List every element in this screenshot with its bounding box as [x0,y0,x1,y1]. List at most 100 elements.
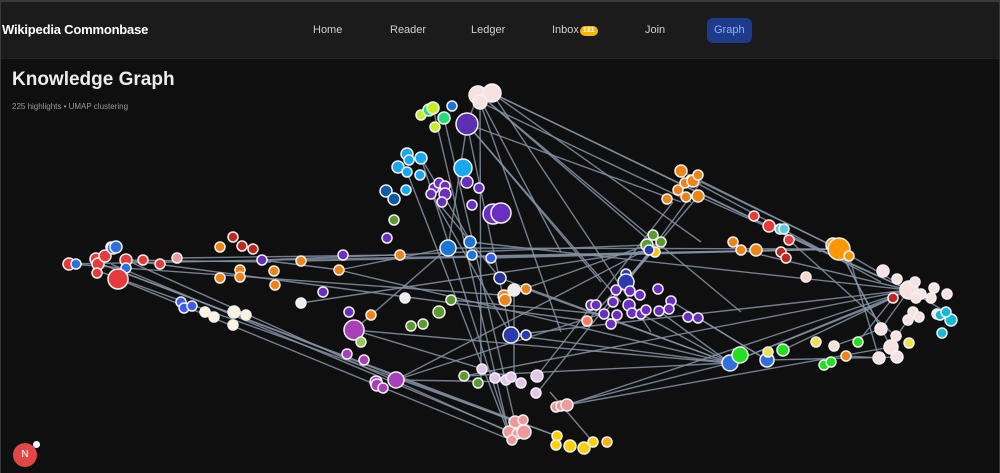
highlight-node[interactable] [748,210,760,222]
highlight-node[interactable] [800,271,812,283]
highlight-node[interactable] [601,436,613,448]
highlight-node[interactable] [624,285,636,297]
highlight-node[interactable] [776,343,790,357]
highlight-node[interactable] [391,160,405,174]
highlight-node[interactable] [598,308,610,320]
highlight-node[interactable] [890,330,902,342]
highlight-node[interactable] [214,272,226,284]
highlight-node[interactable] [825,356,837,368]
highlight-node[interactable] [445,294,457,306]
highlight-node[interactable] [355,336,367,348]
highlight-node[interactable] [199,306,211,318]
nav-reader[interactable]: Reader [383,18,433,43]
highlight-node[interactable] [295,297,307,309]
highlight-node[interactable] [517,414,529,426]
highlight-node[interactable] [872,351,886,365]
highlight-node[interactable] [107,268,129,290]
highlight-node[interactable] [928,282,940,294]
highlight-node[interactable] [466,249,478,261]
highlight-node[interactable] [652,283,664,295]
highlight-node[interactable] [387,371,405,389]
highlight-node[interactable] [874,322,888,336]
highlight-node[interactable] [607,296,619,308]
highlight-node[interactable] [902,314,914,326]
highlight-node[interactable] [425,188,437,200]
highlight-node[interactable] [463,235,477,249]
highlight-node[interactable] [762,219,776,233]
nav-join[interactable]: Join [638,18,672,43]
highlight-node[interactable] [379,184,393,198]
highlight-node[interactable] [731,346,749,364]
highlight-node[interactable] [647,229,659,241]
highlight-node[interactable] [605,318,617,330]
highlight-node[interactable] [429,121,441,133]
highlight-node[interactable] [655,236,667,248]
highlight-node[interactable] [810,336,822,348]
highlight-node[interactable] [358,354,370,366]
highlight-node[interactable] [333,264,345,276]
highlight-node[interactable] [171,252,183,264]
highlight-node[interactable] [581,315,593,327]
highlight-node[interactable] [432,305,446,319]
highlight-node[interactable] [240,309,252,321]
highlight-node[interactable] [727,236,739,248]
highlight-node[interactable] [401,166,413,178]
highlight-node[interactable] [515,377,527,389]
highlight-node[interactable] [493,271,507,285]
highlight-node[interactable] [98,249,112,263]
highlight-node[interactable] [341,348,353,360]
highlight-node[interactable] [295,255,307,267]
highlight-node[interactable] [577,441,591,455]
highlight-node[interactable] [472,377,484,389]
highlight-node[interactable] [256,254,268,266]
highlight-node[interactable] [227,231,239,243]
highlight-node[interactable] [490,202,512,224]
highlight-node[interactable] [941,288,953,300]
highlight-node[interactable] [640,304,652,316]
highlight-node[interactable] [672,184,684,196]
highlight-node[interactable] [485,252,497,264]
dev-indicator-button[interactable]: N [13,441,40,467]
highlight-node[interactable] [611,309,623,321]
highlight-node[interactable] [365,309,377,321]
highlight-node[interactable] [476,363,488,375]
highlight-node[interactable] [489,372,501,384]
highlight-node[interactable] [762,346,774,358]
highlight-node[interactable] [840,350,852,362]
highlight-node[interactable] [268,265,280,277]
highlight-node[interactable] [520,283,532,295]
highlight-node[interactable] [843,250,855,262]
highlight-node[interactable] [405,320,417,332]
highlight-node[interactable] [473,182,485,194]
highlight-node[interactable] [414,151,428,165]
brand-title[interactable]: Wikipedia Commonbase [2,22,149,37]
highlight-node[interactable] [692,169,704,181]
highlight-node[interactable] [91,267,103,279]
nav-graph[interactable]: Graph [707,18,752,43]
highlight-node[interactable] [910,292,922,304]
highlight-node[interactable] [458,370,470,382]
highlight-node[interactable] [482,83,502,103]
highlight-node[interactable] [530,369,544,383]
highlight-node[interactable] [466,199,478,211]
highlight-node[interactable] [414,169,426,181]
highlight-node[interactable] [234,271,246,283]
highlight-node[interactable] [507,283,521,297]
highlight-node[interactable] [109,240,123,254]
highlight-node[interactable] [436,196,448,208]
highlight-node[interactable] [506,434,518,446]
highlight-node[interactable] [674,164,688,178]
highlight-node[interactable] [560,398,574,412]
highlight-node[interactable] [460,175,474,189]
highlight-node[interactable] [909,276,921,288]
highlight-node[interactable] [214,241,226,253]
highlight-node[interactable] [936,327,948,339]
highlight-node[interactable] [828,340,840,352]
highlight-node[interactable] [377,382,389,394]
highlight-node[interactable] [735,244,747,256]
highlight-node[interactable] [417,318,429,330]
highlight-node[interactable] [661,193,673,205]
highlight-node[interactable] [137,254,149,266]
highlight-node[interactable] [317,286,329,298]
